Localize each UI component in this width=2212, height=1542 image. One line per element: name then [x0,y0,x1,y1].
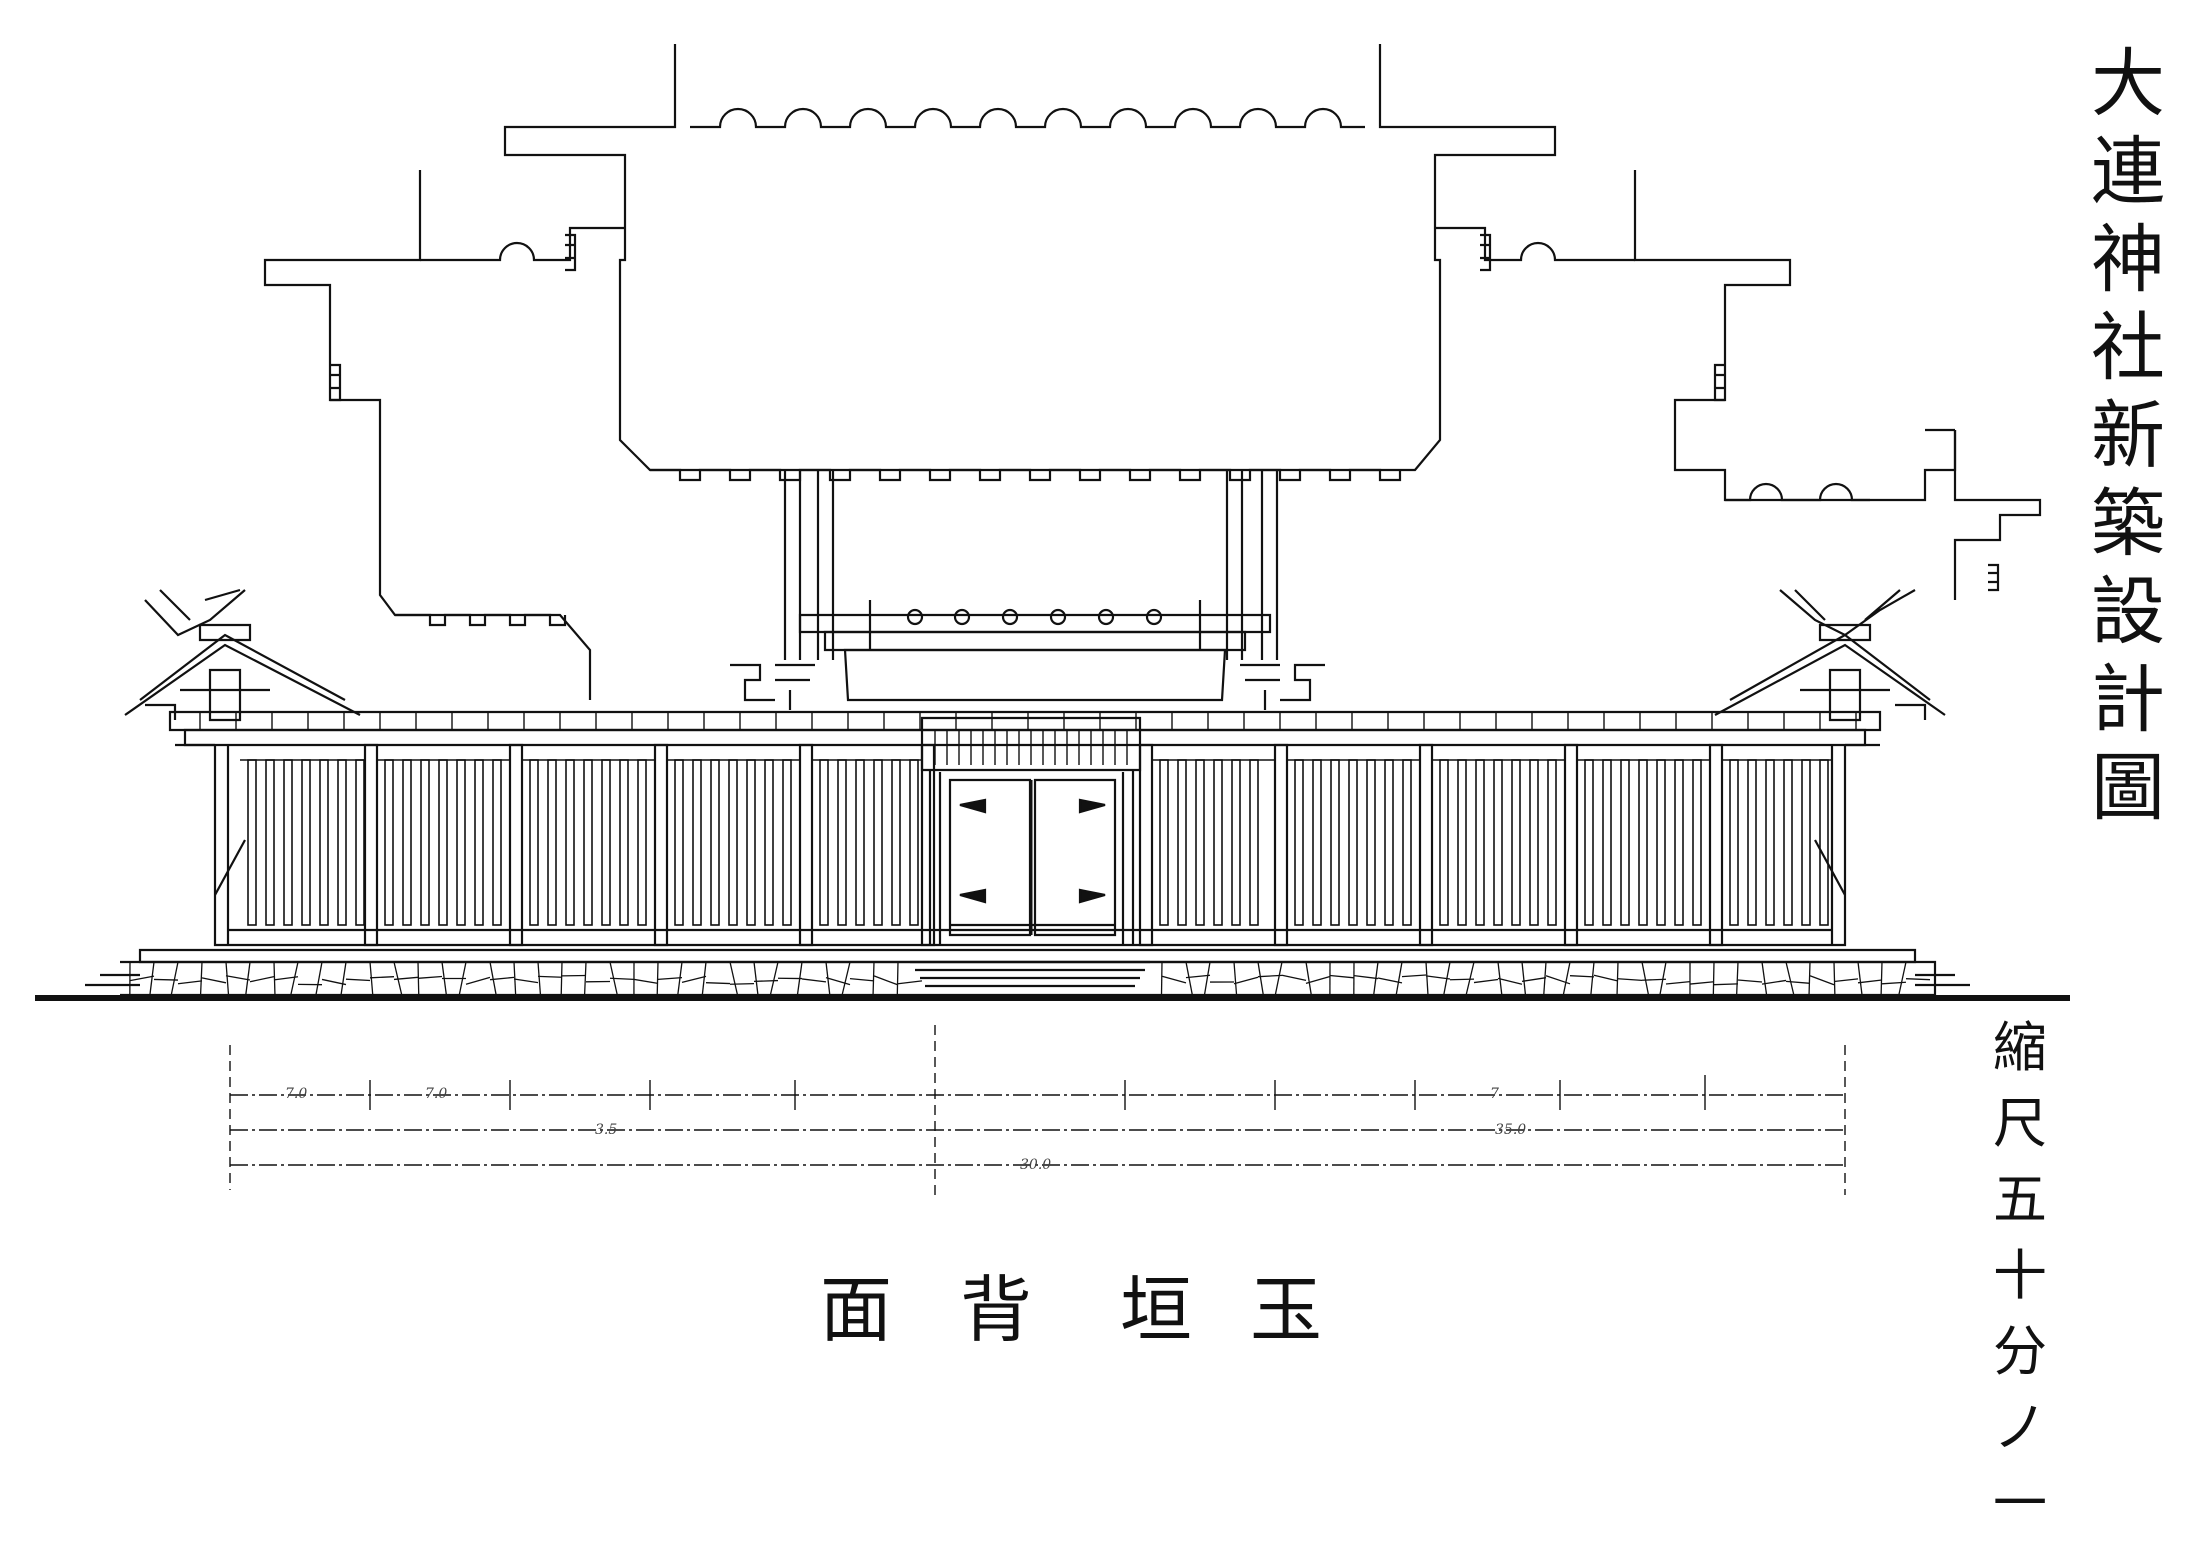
dim-bay-1: 7.0 [285,1086,307,1102]
left-gable [125,590,360,720]
dim-half-left: 3.5 [595,1122,617,1138]
fence [170,712,1880,945]
title-char: 連 [2068,128,2188,216]
scale-char: ノ [1980,1390,2060,1466]
drawing-title: 大 連 神 社 新 築 設 計 圖 [2068,40,2188,832]
title-char: 築 [2068,480,2188,568]
title-char: 大 [2068,40,2188,128]
plan-outline [265,44,2040,710]
scale-note: 縮 尺 五 十 分 ノ 一 [1980,1010,2060,1542]
dim-bay-3: 7 [1490,1086,1499,1102]
scale-char: 縮 [1980,1010,2060,1086]
elevation-drawing [0,0,2212,1484]
title-char: 新 [2068,392,2188,480]
right-gable [1715,590,1945,720]
scale-char: 五 [1980,1162,2060,1238]
scale-char: 一 [1980,1466,2060,1542]
scale-char: 尺 [1980,1086,2060,1162]
caption-char: 垣 [1120,1265,1192,1355]
gate [922,718,1140,945]
elevation-caption: 面 背 垣 玉 [820,1265,1340,1355]
scale-char: 十 [1980,1238,2060,1314]
title-char: 圖 [2068,744,2188,832]
caption-char: 玉 [1250,1265,1322,1355]
title-char: 社 [2068,304,2188,392]
dim-total: 30.0 [1020,1157,1051,1173]
caption-char: 面 [820,1265,892,1355]
title-char: 計 [2068,656,2188,744]
title-char: 設 [2068,568,2188,656]
dim-half-right: 35.0 [1495,1122,1526,1138]
caption-char: 背 [960,1265,1032,1355]
title-char: 神 [2068,216,2188,304]
foundation [35,950,2070,998]
dimension-lines [230,1025,1845,1200]
scale-char: 分 [1980,1314,2060,1390]
dim-bay-2: 7.0 [425,1086,447,1102]
